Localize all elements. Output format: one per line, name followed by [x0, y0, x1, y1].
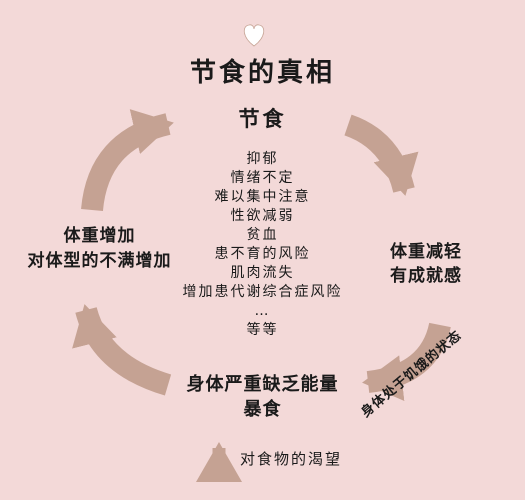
node-line: 对体型的不满增加 — [27, 251, 172, 271]
node-weight-loss: 体重减轻 有成就感 — [368, 240, 484, 288]
effect-item: 抑郁 — [246, 151, 279, 167]
effect-item: 贫血 — [246, 227, 279, 243]
effects-list: 抑郁 情绪不定 难以集中注意 性欲减弱 贫血 患不育的风险 肌肉流失 增加患代谢… — [0, 150, 525, 340]
arrow-top-to-right — [344, 114, 419, 196]
arrow-right-to-bottom — [362, 322, 451, 402]
craving-label: 对食物的渴望 — [240, 450, 343, 468]
effect-item: 情绪不定 — [230, 170, 295, 186]
diagram-title: 节食的真相 — [189, 58, 335, 88]
effect-item: 难以集中注意 — [214, 189, 311, 205]
heart-icon — [243, 24, 265, 47]
effect-item: 增加患代谢综合症风险 — [182, 284, 343, 300]
effect-item: 患不育的风险 — [214, 246, 311, 262]
arrow-bottom-to-left — [72, 304, 172, 396]
node-line: 有成就感 — [390, 266, 462, 286]
node-line: 暴食 — [243, 399, 282, 420]
node-line: 体重减轻 — [390, 242, 462, 262]
arrow-left-to-top — [81, 109, 174, 212]
node-line: 身体严重缺乏能量 — [186, 374, 339, 395]
effect-item: … — [254, 303, 271, 319]
node-weight-gain: 体重增加 对体型的不满增加 — [12, 224, 187, 274]
effect-item: 等等 — [246, 322, 279, 338]
effect-item: 性欲减弱 — [230, 208, 295, 224]
node-energy-deficit: 身体严重缺乏能量 暴食 — [0, 372, 525, 422]
effect-item: 肌肉流失 — [230, 265, 295, 281]
node-line: 体重增加 — [63, 226, 136, 246]
node-dieting: 节食 — [238, 107, 287, 131]
